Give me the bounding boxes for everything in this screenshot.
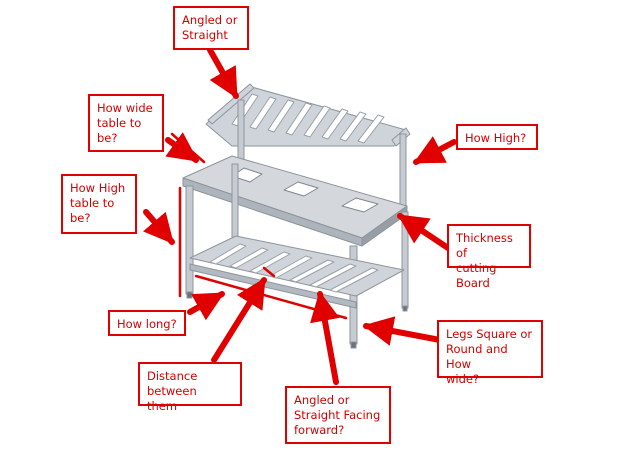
arrow-angled-top: [207, 47, 239, 99]
callout-distance: Distance between them: [138, 362, 242, 413]
table-top: [182, 155, 408, 247]
arrow-how-long: [187, 291, 225, 321]
callout-how-long: How long?: [108, 310, 186, 336]
arrow-angled-front: [310, 291, 340, 385]
arrow-distance: [211, 277, 267, 363]
callout-angled-top: Angled or Straight: [173, 6, 249, 50]
callout-angled-front: Angled or Straight Facing forward?: [285, 386, 391, 444]
arrow-thickness: [397, 213, 451, 251]
cutout-hole: [231, 167, 263, 183]
cutout-hole: [341, 197, 379, 213]
arrow-how-high-table: [142, 209, 175, 245]
callout-how-high-top: How High?: [456, 124, 538, 150]
callout-thickness: Thickness of cutting Board: [447, 224, 531, 290]
workbench-illustration: [182, 83, 411, 349]
arrow-legs: [363, 316, 443, 346]
leg-back-right: [401, 211, 409, 309]
arrow-how-high-top: [413, 136, 457, 165]
rack-post-left: [237, 99, 245, 165]
spacing-indicator: [262, 266, 276, 278]
annotation-arrows: [142, 47, 457, 385]
top-shelf-rack: [205, 83, 411, 147]
callout-how-wide: How wide table to be?: [88, 94, 164, 152]
leg-front-left: [185, 185, 194, 295]
callout-legs: Legs Square or Round and How wide?: [437, 320, 543, 386]
arrow-how-wide: [165, 132, 199, 163]
rack-post-right: [399, 133, 407, 207]
callout-how-high-table: How High table to be?: [61, 174, 137, 234]
cutout-hole: [283, 181, 319, 197]
